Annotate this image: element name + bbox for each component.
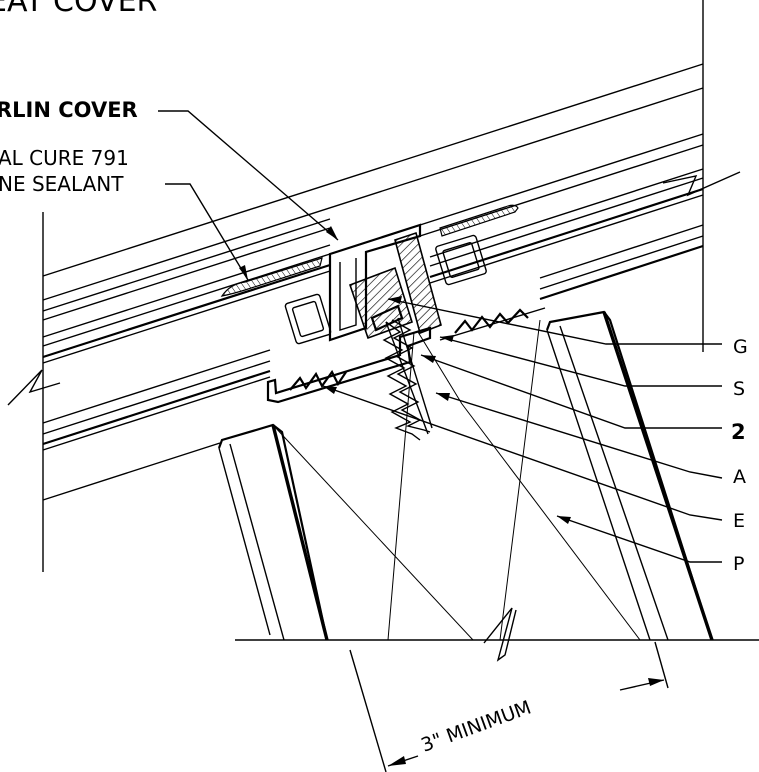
sealant-bead-right — [439, 204, 519, 237]
purlin-left — [217, 423, 329, 641]
callout-e-leader — [322, 385, 723, 521]
callout-2-leader — [420, 354, 722, 429]
left-break-symbol — [7, 369, 61, 406]
dimension-label: 3" MINIMUM — [418, 697, 534, 757]
callout-g-leader — [387, 296, 722, 345]
callout-p-label: P — [733, 553, 744, 575]
sealant-bead-left — [220, 257, 323, 297]
radiating-lines — [272, 319, 641, 641]
sealant-label-line2: NE SEALANT — [0, 172, 124, 196]
spacer-left — [284, 293, 332, 345]
callout-e-label: E — [733, 510, 745, 532]
gasket-right — [454, 308, 529, 334]
title-label: EAT COVER — [0, 0, 157, 19]
callout-a-label: A — [733, 466, 746, 488]
base-break-symbol — [483, 607, 517, 662]
dimension-line — [349, 641, 669, 772]
right-break-symbol — [662, 171, 741, 197]
purlin-cover-label: RLIN COVER — [0, 98, 138, 122]
gasket-right-rail — [439, 307, 546, 341]
callout-g-label: G — [733, 336, 748, 358]
screw — [370, 304, 433, 441]
sealant-leader — [165, 183, 249, 281]
purlin-cover-profile — [328, 223, 422, 342]
purlin-cover-leader — [158, 110, 339, 241]
callout-p-leader — [556, 515, 722, 563]
gasket-left — [289, 369, 347, 391]
callout-s-leader — [439, 335, 722, 387]
callout-2-label: 2 — [731, 420, 746, 444]
spacer-right — [435, 234, 487, 286]
pressure-clip — [266, 326, 432, 404]
sealant-label-line1: AL CURE 791 — [0, 146, 129, 170]
purlin-right — [545, 310, 714, 641]
callout-s-label: S — [733, 378, 745, 400]
callout-a-leader — [435, 392, 723, 479]
